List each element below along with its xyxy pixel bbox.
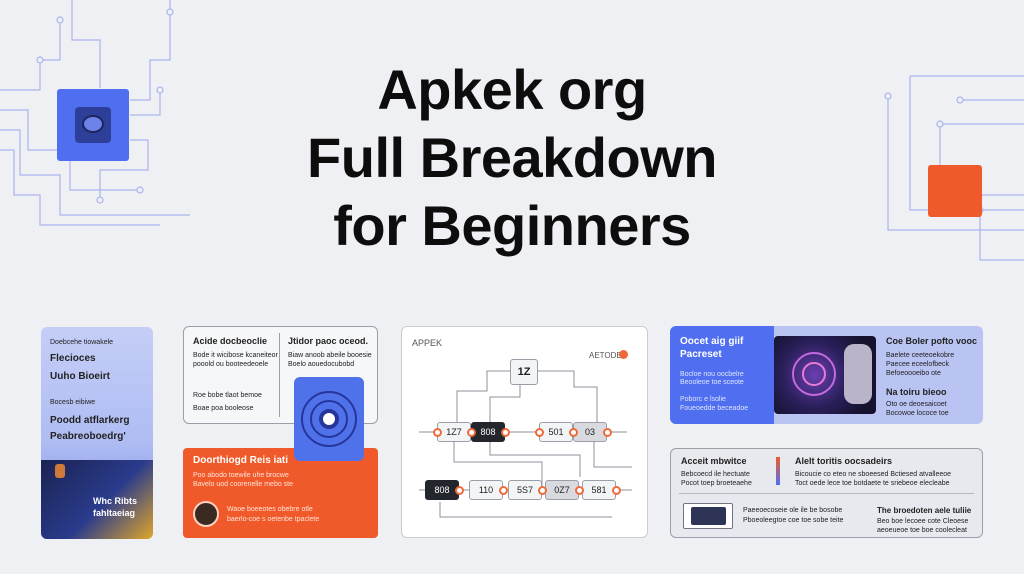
title-line-1: Apkek org (377, 58, 647, 121)
flow-port (433, 428, 442, 437)
card4-title: Oocet aig giif (680, 336, 744, 347)
card2-orange-line4: baerlo-coe s oetenbe tpaclete (227, 516, 320, 523)
card4-line4: Foueoedde beceadoe (680, 405, 749, 412)
card2-orange-line3: Waoe boeeotes obebre otle (227, 506, 313, 513)
card5-line3: Bicoucie co eteo ne sboeesed Bctiesed at… (795, 471, 952, 478)
card4-right-line1: Baelete ceeteoekobre (886, 352, 955, 359)
card1-header: Doebcehe tiowakele (50, 339, 114, 346)
card1-image-text1: Whc Ribts (93, 496, 137, 506)
flow-port (535, 428, 544, 437)
flow-node-r1-1[interactable]: 1Z7 (437, 422, 471, 442)
card5-line2: Pocot toep broeteaehe (681, 480, 752, 487)
circuit-lines-left (0, 0, 190, 226)
card-flow-diagram[interactable]: APPEK AETODE 1Z 1Z7 808 501 03 808 110 5… (401, 326, 648, 538)
chip-icon-blue (57, 89, 129, 161)
card1-line4: Peabreoboedrg' (50, 431, 126, 442)
card2-col2-line2: Boelo aouedocubobd (288, 361, 355, 368)
card4-right-title2: Na toiru bieoo (886, 387, 947, 397)
card5-accent-bar (776, 457, 780, 485)
card-tutorial-1[interactable]: Doebcehe tiowakele Flecioces Uuho Bioeir… (41, 327, 153, 539)
card2-col2-line1: Biaw anoob abeile booesie (288, 352, 372, 359)
card4-right2-line2: Bocowoe lococe toe (886, 410, 949, 417)
card1-figure-icon (55, 464, 65, 478)
card5-lower-right-title: The broedoten aele tuliie (877, 506, 972, 515)
flow-port (603, 428, 612, 437)
card5-title1: Acceit mbwitce (681, 456, 747, 466)
card5-lower-left1: Paeeoecoseie ole ile be bosobe (743, 507, 843, 514)
card1-line2: Uuho Bioeirt (50, 371, 110, 382)
card2-col1-line4: Boae poa booleose (193, 405, 254, 412)
card4-image (774, 336, 876, 414)
card2-orange-line1: Poo abodo toewile uhe brocwe (193, 472, 289, 479)
flow-port (569, 428, 578, 437)
card4-line3: Poborc e lsolie (680, 396, 726, 403)
flow-node-r1-2[interactable]: 808 (471, 422, 505, 442)
flow-node-r2-5[interactable]: 581 (582, 480, 616, 500)
title-line-2: Full Breakdown (307, 126, 717, 189)
flow-port (501, 428, 510, 437)
page-title: Apkek org Full Breakdown for Beginners (200, 56, 824, 260)
card5-lower-right2: aeoeueoe toe boe coolecleat (877, 527, 967, 534)
card-tutorial-5[interactable]: Acceit mbwitce Bebcoecd ile hectuate Poc… (670, 448, 983, 538)
card1-line3: Poodd atflarkerg (50, 415, 130, 426)
card2-col1-line1: Bode it wicibose kcaneiteor (193, 352, 278, 359)
card2-col2-title: Jtidor paoc oceod. (288, 336, 369, 346)
card5-lower-right1: Beo boe lecoee cote Cleoese (877, 518, 969, 525)
card5-lower-left2: Pboeoleegtoe coe toe sobe teite (743, 517, 844, 524)
card2-orange-title: Doorthiogd Reis iati (193, 455, 288, 466)
title-line-3: for Beginners (333, 194, 691, 257)
flow-port (612, 486, 621, 495)
flow-node-r2-1[interactable]: 808 (425, 480, 459, 500)
card-tutorial-2-orange[interactable]: Doorthiogd Reis iati Poo abodo toewile u… (183, 448, 378, 538)
card4-line2: Beooleoe toe sceote (680, 379, 744, 386)
card4-line1: Bocloe nou oocbelre (680, 371, 744, 378)
card2-col1-line2: pooold ou booteedeoele (193, 361, 269, 368)
card4-right-title: Coe Boler pofto vooc (886, 336, 978, 346)
card4-right2-line1: Oto oe deoesaicoet (886, 401, 947, 408)
card4-blue-panel (670, 326, 774, 424)
card4-right-line3: Befoeoooeibo ote (886, 370, 941, 377)
card5-divider (679, 493, 974, 494)
flow-port (455, 486, 464, 495)
card5-title2: Alelt toritis oocsadeirs (795, 456, 893, 466)
card5-video-thumb[interactable] (683, 503, 733, 529)
flow-node-r2-4[interactable]: 0Z7 (545, 480, 579, 500)
flow-port (467, 428, 476, 437)
flow-node-top[interactable]: 1Z (510, 359, 538, 385)
chip-icon-orange (928, 165, 982, 217)
card5-line4: Toct oede lece toe botdaete te sriebeoe … (795, 480, 950, 487)
card2-avatar (193, 501, 219, 527)
card1-image-text2: fahltaeiag (93, 508, 136, 518)
flow-port (538, 486, 547, 495)
card1-small: Bocesb eibiwe (50, 399, 96, 406)
card2-col1-title: Acide docbeoclie (193, 336, 268, 346)
flow-label-left: APPEK (412, 338, 443, 348)
card1-image: Whc Ribts fahltaeiag (41, 460, 153, 539)
flow-node-r2-3[interactable]: 5S7 (508, 480, 542, 500)
card4-right-line2: Paecee eceelofbeck (886, 361, 950, 368)
flow-status-dot (619, 350, 628, 359)
flow-port (499, 486, 508, 495)
flow-node-r1-4[interactable]: 03 (573, 422, 607, 442)
flow-node-r2-2[interactable]: 110 (469, 480, 503, 500)
flow-port (575, 486, 584, 495)
flow-node-r1-3[interactable]: 501 (539, 422, 573, 442)
card4-subtitle: Pacreset (680, 349, 722, 360)
flow-label-right: AETODE (589, 351, 622, 360)
card5-line1: Bebcoecd ile hectuate (681, 471, 750, 478)
card1-line1: Flecioces (50, 353, 96, 364)
card2-orange-line2: Bavelo uod coorenelle mebo ste (193, 481, 294, 488)
card-tutorial-4[interactable]: Oocet aig giif Pacreset Bocloe nou oocbe… (670, 326, 983, 424)
card2-col1-line3: Roe bobe tlaot bemoe (193, 392, 262, 399)
radar-target-icon (294, 377, 364, 461)
